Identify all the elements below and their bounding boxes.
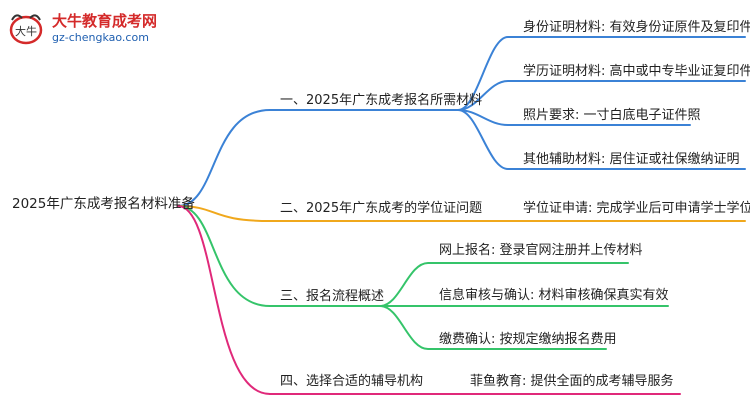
logo-title: 大牛教育成考网 [52,12,158,30]
branch-3-leaf-3-connector [379,305,607,350]
branch-2-label: 二、2025年广东成考的学位证问题 [280,201,483,216]
root-node: 2025年广东成考报名材料准备 [12,196,195,212]
root-to-branch-4-connector [177,205,271,395]
branch-4-label: 四、选择合适的辅导机构 [280,374,424,389]
root-to-branch-3-connector [177,205,271,307]
logo-mark-text: 大牛 [15,24,37,38]
branch-1-leaf-1: 身份证明材料: 有效身份证原件及复印件 [523,20,750,35]
branch-3-leaf-1-connector [379,262,629,307]
root-to-branch-1-connector [177,109,271,207]
branch-1-leaf-4-connector [457,109,746,170]
branch-1-leaf-4: 其他辅助材料: 居住证或社保缴纳证明 [523,152,740,167]
bull-logo-icon: 大牛 [9,14,43,45]
branch-3-leaf-3: 缴费确认: 按规定缴纳报名费用 [439,332,617,347]
root-to-branch-2-connector [177,205,271,222]
branch-3-leaf-1: 网上报名: 登录官网注册并上传材料 [439,243,643,258]
branch-1-leaf-1-connector [457,36,746,111]
branch-1-leaf-3-connector [457,109,691,126]
branch-1-leaf-2: 学历证明材料: 高中或中专毕业证复印件 [523,64,750,79]
site-logo: 大牛 大牛教育成考网 gz-chengkao.com [6,8,176,52]
branch-4-leaf-1: 菲鱼教育: 提供全面的成考辅导服务 [470,374,674,389]
branch-3-leaf-2: 信息审核与确认: 材料审核确保真实有效 [439,288,669,303]
logo-url: gz-chengkao.com [52,31,149,44]
branch-1-label: 一、2025年广东成考报名所需材料 [280,93,483,108]
branch-1-leaf-2-connector [457,80,746,111]
branch-3-label: 三、报名流程概述 [280,289,385,304]
branch-2-leaf-1: 学位证申请: 完成学业后可申请学士学位证 [523,201,750,216]
branch-1-leaf-3: 照片要求: 一寸白底电子证件照 [523,108,701,123]
